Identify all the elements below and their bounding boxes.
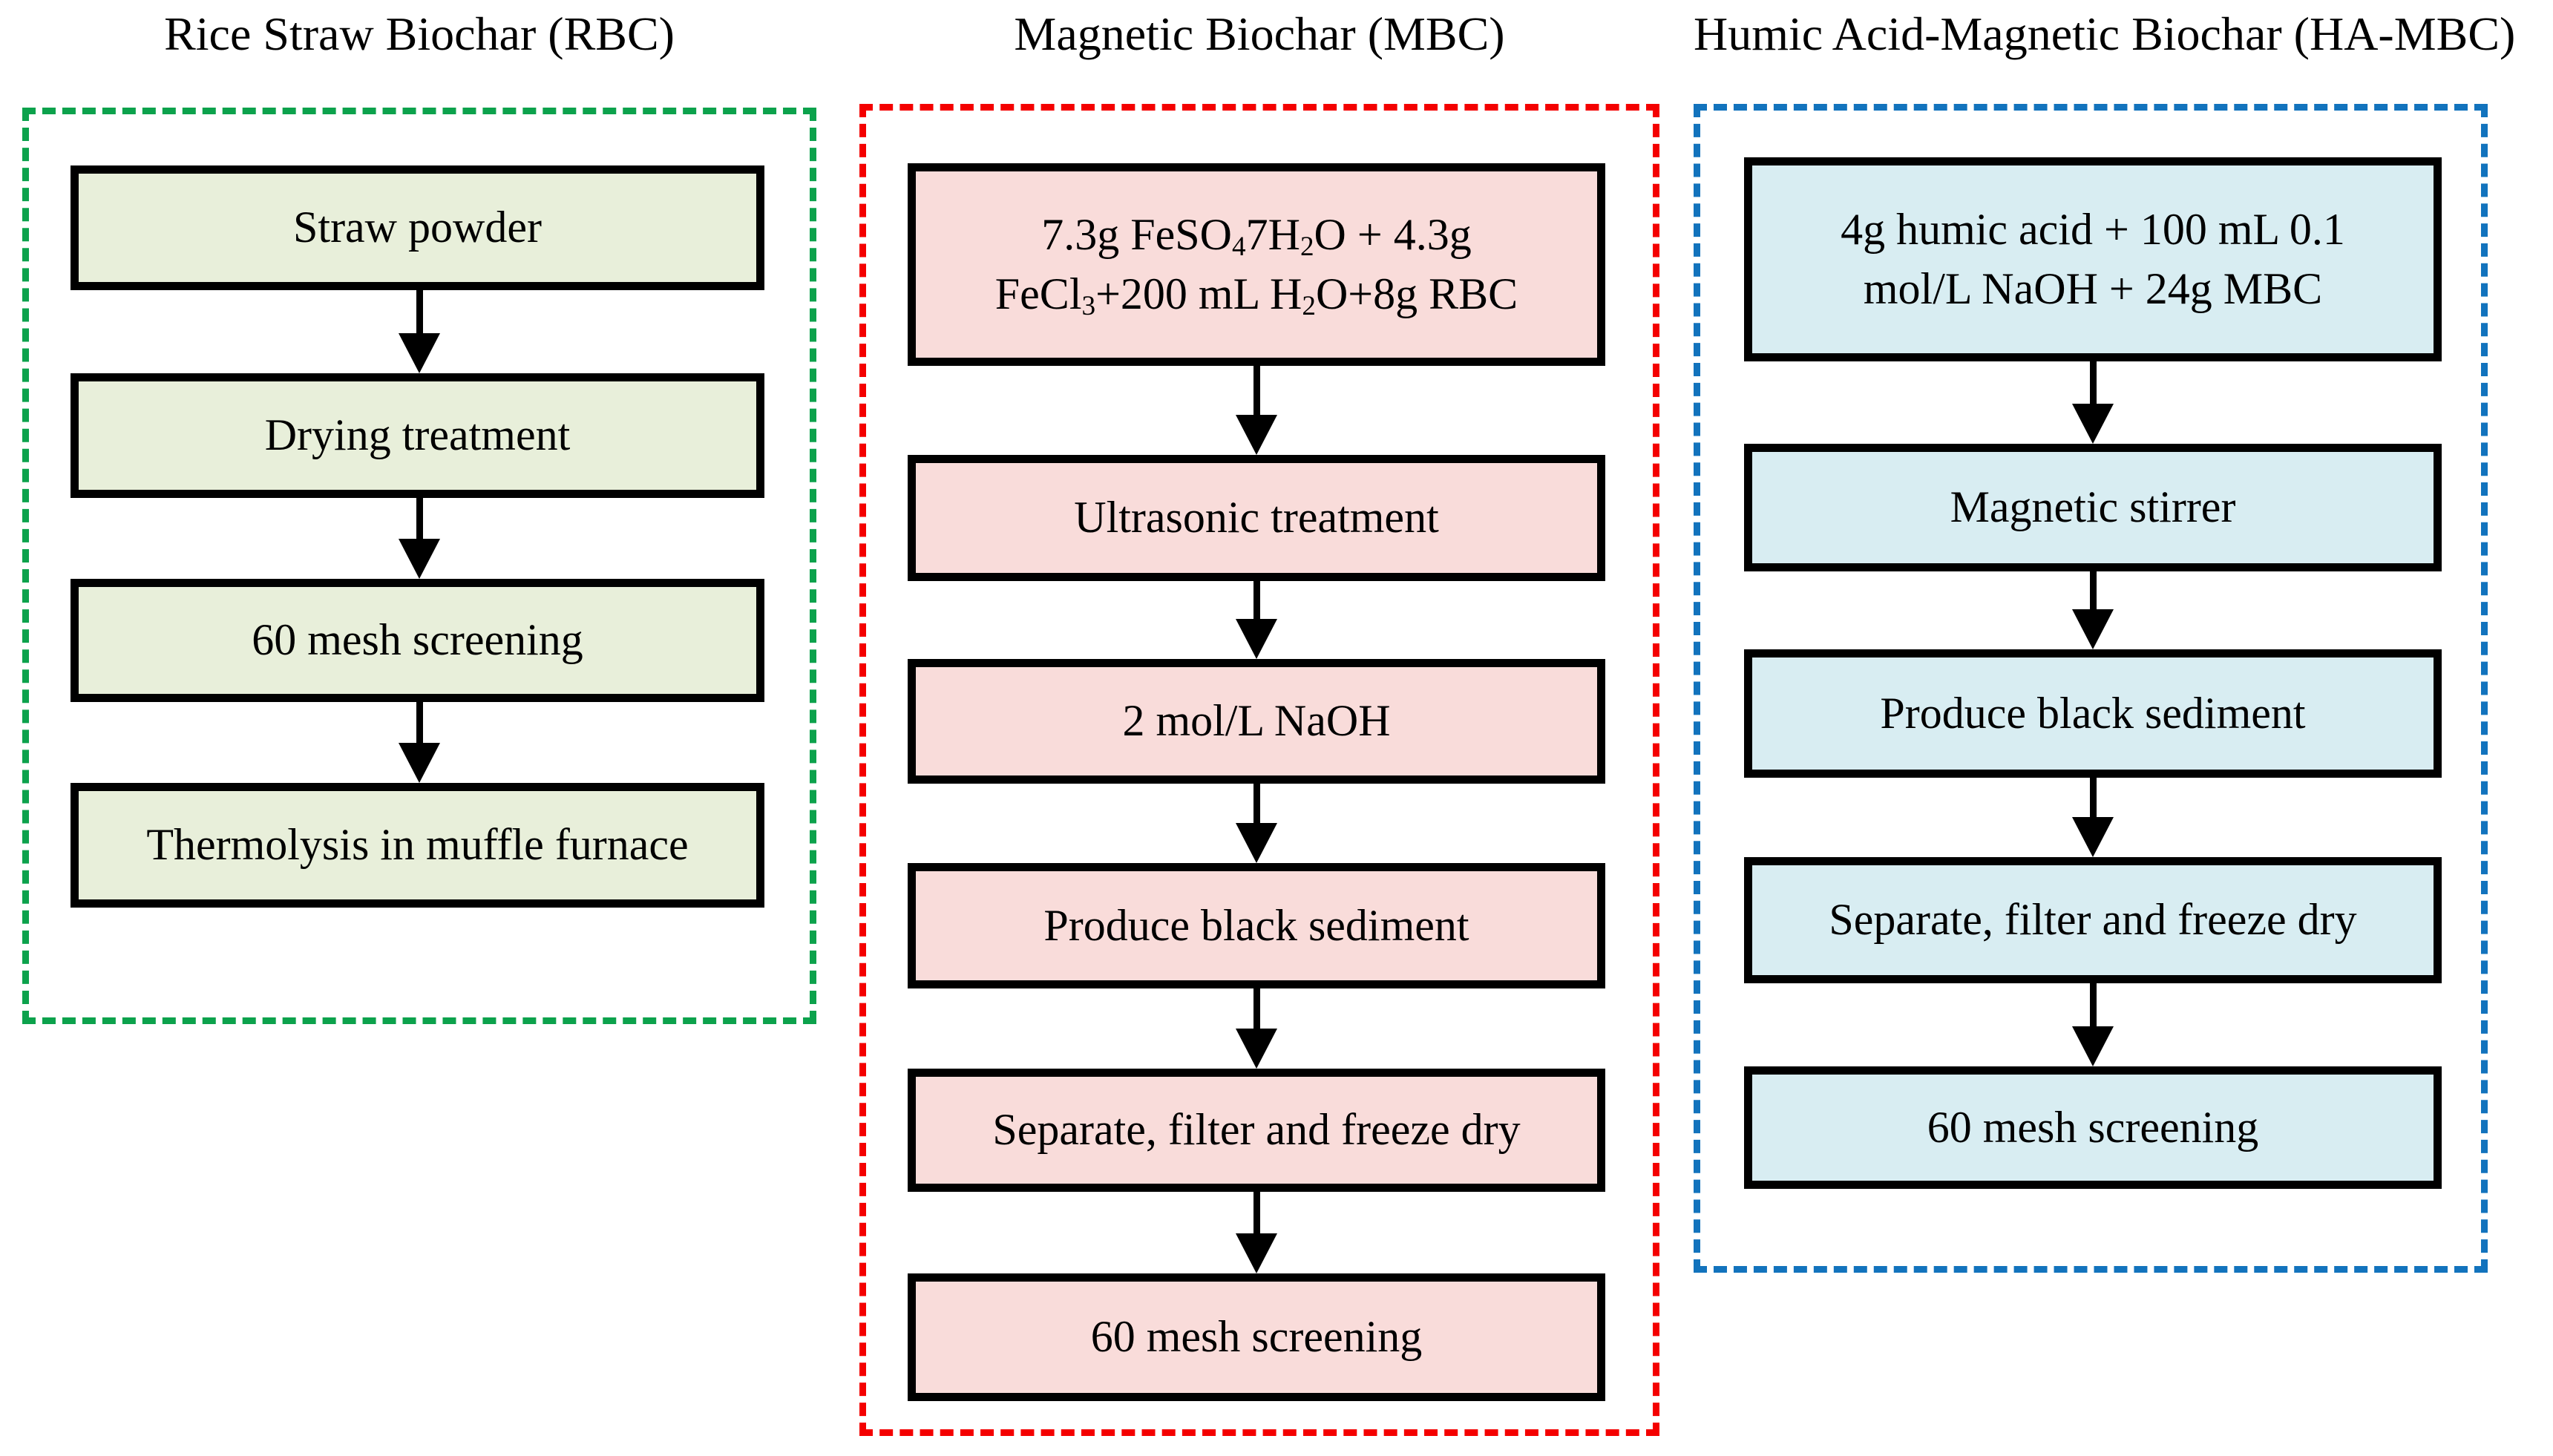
mbc-arrow-5	[1236, 1192, 1277, 1273]
rbc-step-thermolysis-box: Thermolysis in muffle furnace	[71, 783, 764, 908]
rbc-step-drying-label: Drying treatment	[264, 410, 571, 460]
arrow-head-icon	[1236, 415, 1277, 455]
rbc-step-straw-powder-box: Straw powder	[71, 165, 764, 290]
mbc-step-mixture-label-line1: 7.3g FeSO47H2O + 4.3g	[1041, 209, 1472, 262]
rbc-arrow-3	[399, 702, 440, 783]
hambc-column-title: Humic Acid-Magnetic Biochar (HA-MBC)	[1694, 7, 2516, 60]
arrow-shaft	[1253, 581, 1260, 619]
rbc-step-straw-powder-label: Straw powder	[293, 203, 542, 252]
hambc-arrow-2	[2072, 571, 2114, 649]
mbc-arrow-2	[1236, 581, 1277, 659]
mbc-column-title: Magnetic Biochar (MBC)	[1014, 7, 1505, 60]
hambc-step-mixture-label-line2: mol/L NaOH + 24g MBC	[1863, 263, 2323, 313]
hambc-step-sediment-box: Produce black sediment	[1744, 649, 2442, 778]
rbc-column-title: Rice Straw Biochar (RBC)	[164, 7, 675, 60]
arrow-head-icon	[1236, 619, 1277, 659]
arrow-shaft	[416, 290, 423, 333]
hambc-step-stirrer-label: Magnetic stirrer	[1950, 482, 2236, 532]
mbc-group-frame	[859, 104, 1659, 1436]
arrow-head-icon	[2072, 404, 2114, 444]
hambc-step-mixture-box: 4g humic acid + 100 mL 0.1 mol/L NaOH + …	[1744, 157, 2442, 361]
arrow-shaft	[2089, 361, 2097, 404]
mbc-step-separate-label: Separate, filter and freeze dry	[992, 1105, 1521, 1155]
mbc-arrow-1	[1236, 366, 1277, 455]
rbc-step-screening-label: 60 mesh screening	[252, 615, 583, 665]
hambc-step-separate-box: Separate, filter and freeze dry	[1744, 857, 2442, 983]
arrow-shaft	[1253, 784, 1260, 823]
mbc-step-mixture-label-line2: FeCl3+200 mL H2O+8g RBC	[994, 269, 1518, 321]
arrow-head-icon	[399, 539, 440, 579]
hambc-step-screening-box: 60 mesh screening	[1744, 1066, 2442, 1189]
arrow-head-icon	[1236, 1029, 1277, 1069]
mbc-step-naoh-label: 2 mol/L NaOH	[1122, 696, 1391, 746]
mbc-step-mixture-box: 7.3g FeSO47H2O + 4.3g FeCl3+200 mL H2O+8…	[908, 163, 1605, 366]
arrow-head-icon	[2072, 817, 2114, 857]
arrow-shaft	[1253, 988, 1260, 1029]
mbc-step-sediment-label: Produce black sediment	[1043, 900, 1469, 950]
hambc-step-sediment-label: Produce black sediment	[1880, 688, 2306, 738]
hambc-step-mixture-label-line1: 4g humic acid + 100 mL 0.1	[1841, 204, 2345, 254]
mbc-arrow-3	[1236, 784, 1277, 863]
arrow-shaft	[1253, 366, 1260, 415]
hambc-arrow-4	[2072, 983, 2114, 1066]
hambc-arrow-1	[2072, 361, 2114, 444]
hambc-arrow-3	[2072, 778, 2114, 857]
arrow-head-icon	[2072, 609, 2114, 649]
arrow-shaft	[2089, 778, 2097, 817]
hambc-step-stirrer-box: Magnetic stirrer	[1744, 444, 2442, 571]
mbc-step-sediment-box: Produce black sediment	[908, 863, 1605, 988]
mbc-step-separate-box: Separate, filter and freeze dry	[908, 1069, 1605, 1192]
rbc-group-frame	[22, 108, 816, 1024]
arrow-head-icon	[1236, 1233, 1277, 1273]
mbc-step-screening-box: 60 mesh screening	[908, 1273, 1605, 1401]
mbc-arrow-4	[1236, 988, 1277, 1069]
hambc-step-screening-label: 60 mesh screening	[1927, 1102, 2259, 1152]
hambc-step-separate-label: Separate, filter and freeze dry	[1829, 895, 2357, 945]
arrow-head-icon	[399, 743, 440, 783]
arrow-shaft	[416, 498, 423, 539]
rbc-step-thermolysis-label: Thermolysis in muffle furnace	[146, 820, 689, 870]
hambc-group-frame	[1694, 104, 2488, 1273]
mbc-step-screening-label: 60 mesh screening	[1090, 1312, 1423, 1362]
mbc-step-ultrasonic-box: Ultrasonic treatment	[908, 455, 1605, 581]
rbc-arrow-2	[399, 498, 440, 579]
arrow-shaft	[2089, 983, 2097, 1026]
arrow-head-icon	[1236, 823, 1277, 863]
arrow-shaft	[2089, 571, 2097, 609]
arrow-shaft	[416, 702, 423, 743]
rbc-step-screening-box: 60 mesh screening	[71, 579, 764, 702]
arrow-shaft	[1253, 1192, 1260, 1233]
rbc-step-drying-box: Drying treatment	[71, 373, 764, 498]
mbc-step-ultrasonic-label: Ultrasonic treatment	[1074, 493, 1439, 542]
arrow-head-icon	[2072, 1026, 2114, 1066]
mbc-step-naoh-box: 2 mol/L NaOH	[908, 659, 1605, 784]
arrow-head-icon	[399, 333, 440, 373]
rbc-arrow-1	[399, 290, 440, 373]
